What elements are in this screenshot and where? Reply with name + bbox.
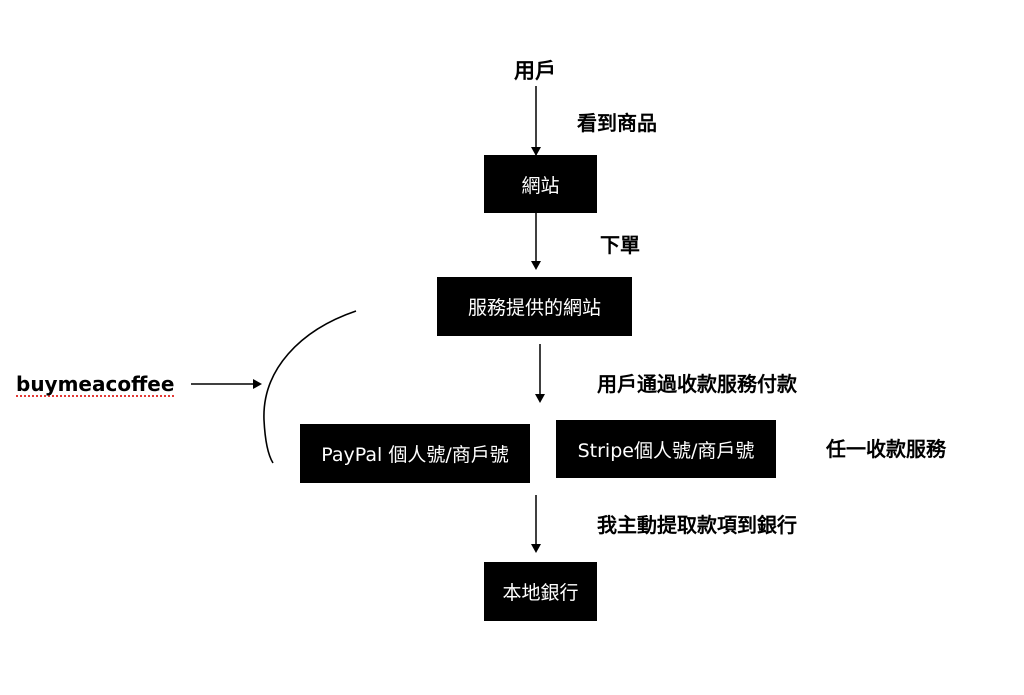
- edge-label-withdraw: 我主動提取款項到銀行: [597, 513, 797, 537]
- bracket-curve: [263, 310, 357, 464]
- node-provider-site: 服務提供的網站: [437, 277, 632, 336]
- node-buymeacoffee: buymeacoffee: [16, 372, 175, 396]
- node-paypal-label: PayPal 個人號/商戶號: [321, 444, 509, 466]
- arrowhead-icon: [531, 544, 541, 553]
- node-stripe-label: Stripe個人號/商戶號: [577, 439, 755, 462]
- node-bank-label: 本地銀行: [502, 582, 579, 604]
- arrowhead-icon: [535, 394, 545, 403]
- arrowhead-icon: [253, 379, 262, 389]
- node-paypal: PayPal 個人號/商戶號: [300, 424, 530, 483]
- node-bank: 本地銀行: [484, 562, 597, 621]
- arrowhead-icon: [531, 147, 541, 156]
- node-user: 用戶: [514, 59, 556, 83]
- edge-label-any-service: 任一收款服務: [826, 437, 946, 461]
- node-website: 網站: [484, 155, 597, 213]
- arrowhead-icon: [531, 261, 541, 270]
- node-provider-site-label: 服務提供的網站: [467, 297, 601, 319]
- node-stripe: Stripe個人號/商戶號: [556, 420, 776, 478]
- node-website-label: 網站: [521, 174, 560, 197]
- edge-label-see-product: 看到商品: [577, 111, 657, 135]
- edge-label-pay-via-service: 用戶通過收款服務付款: [597, 372, 797, 396]
- edge-label-place-order: 下單: [600, 233, 640, 257]
